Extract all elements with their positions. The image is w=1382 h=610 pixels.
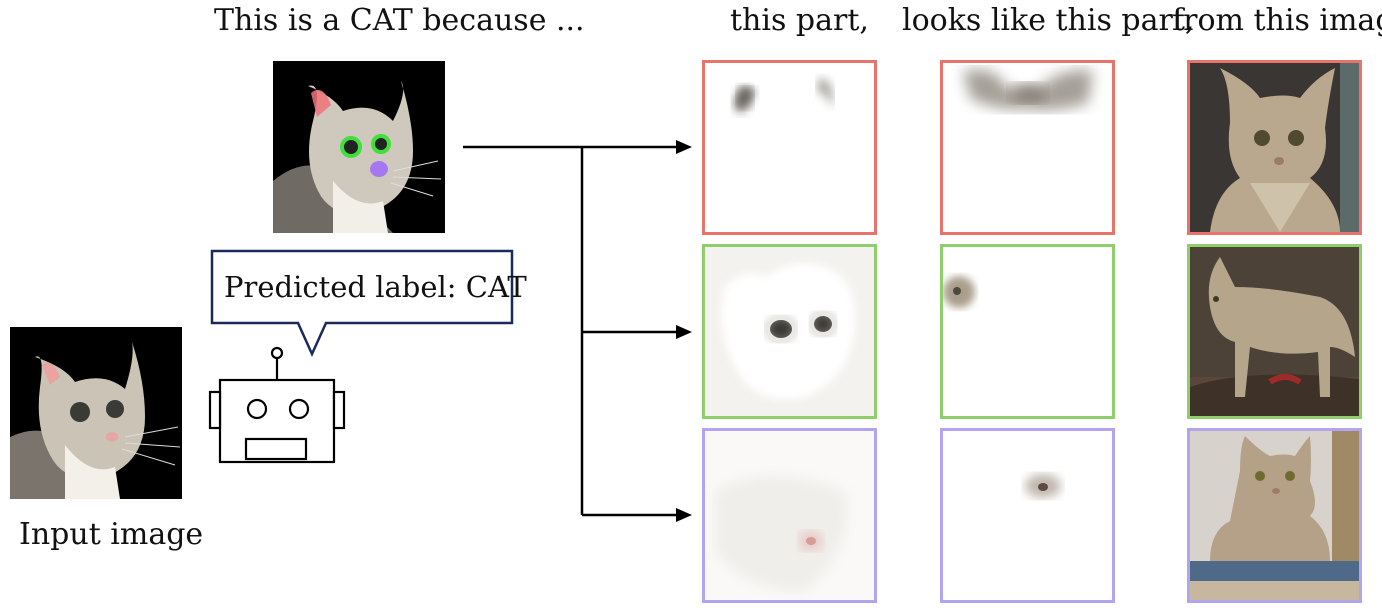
explanation-title: This is a CAT because ... [214,3,585,38]
part-panel-eyes [702,244,877,419]
input-image-label: Input image [19,517,204,552]
input-cat-image [10,327,182,499]
part-panel-ears [702,60,877,235]
part-panel-nose [702,428,877,603]
highlighted-cat-image [273,61,445,233]
robot-icon [208,346,346,464]
source-image-2 [1187,244,1362,419]
source-image-3 [1187,428,1362,603]
column-header-prototype: looks like this part, [902,3,1195,38]
source-image-1 [1187,60,1362,235]
ear-highlight-icon [311,89,331,117]
column-header-part: this part, [730,3,869,38]
connector-arrows [463,140,692,522]
prototype-panel-eyes [940,244,1115,419]
eye-highlight-icon [340,136,362,158]
predicted-label: Predicted label: CAT [224,270,527,304]
column-header-source: from this image [1172,3,1382,38]
prototype-panel-nose [940,428,1115,603]
speech-bubble [210,249,514,358]
prototype-panel-ears [940,60,1115,235]
nose-highlight-icon [370,161,388,177]
